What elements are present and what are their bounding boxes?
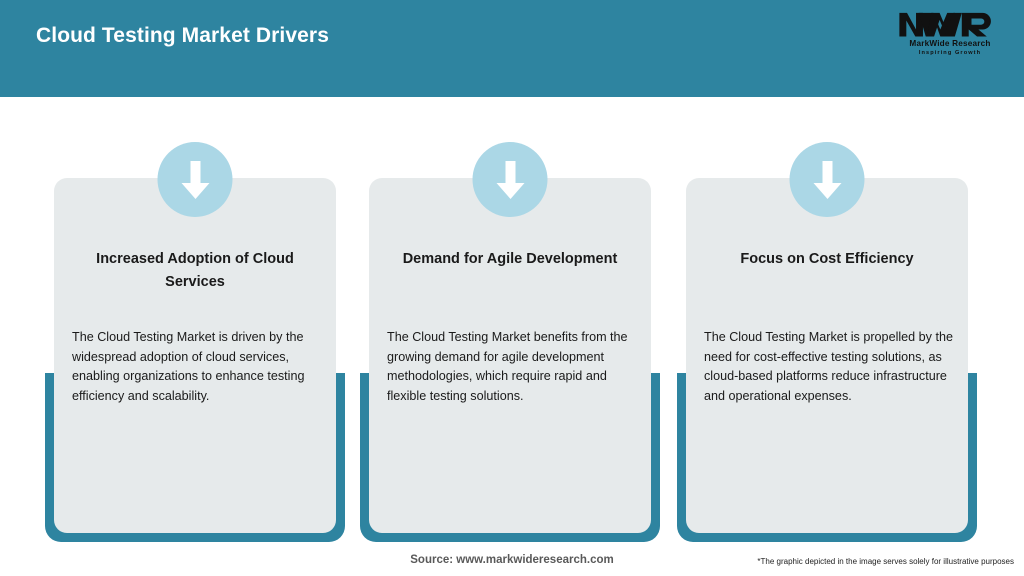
disclaimer-label: *The graphic depicted in the image serve… <box>757 557 1014 566</box>
card-title: Demand for Agile Development <box>402 251 618 267</box>
header-band <box>0 0 1024 97</box>
arrow-down-glyph <box>496 160 524 199</box>
arrow-down-icon <box>789 142 865 217</box>
arrow-down-icon <box>472 142 548 217</box>
card-surface <box>686 178 968 533</box>
logo-company-name: MarkWide Research <box>909 39 991 48</box>
page-title: Cloud Testing Market Drivers <box>36 24 329 47</box>
logo-tagline: Inspiring Growth <box>918 50 982 56</box>
source-label: Source: www.markwideresearch.com <box>410 554 614 566</box>
card-surface <box>369 178 651 533</box>
brand-logo: MarkWide Research Inspiring Growth <box>898 10 1002 62</box>
driver-card-1[interactable]: Increased Adoption of Cloud Services The… <box>45 142 345 542</box>
arrow-down-icon <box>157 142 233 217</box>
mwr-logo-icon <box>899 12 991 37</box>
card-title: Increased Adoption of Cloud Services <box>96 251 294 290</box>
driver-card-3[interactable]: Focus on Cost Efficiency The Cloud Testi… <box>677 142 977 542</box>
card-description: The Cloud Testing Market is driven by th… <box>72 330 305 403</box>
driver-card-2[interactable]: Demand for Agile Development The Cloud T… <box>360 142 660 542</box>
card-description: The Cloud Testing Market benefits from t… <box>387 330 628 403</box>
card-surface <box>54 178 336 533</box>
arrow-down-glyph <box>181 160 209 199</box>
card-description: The Cloud Testing Market is propelled by… <box>704 330 953 403</box>
card-title: Focus on Cost Efficiency <box>740 251 914 267</box>
arrow-down-glyph <box>813 160 841 199</box>
